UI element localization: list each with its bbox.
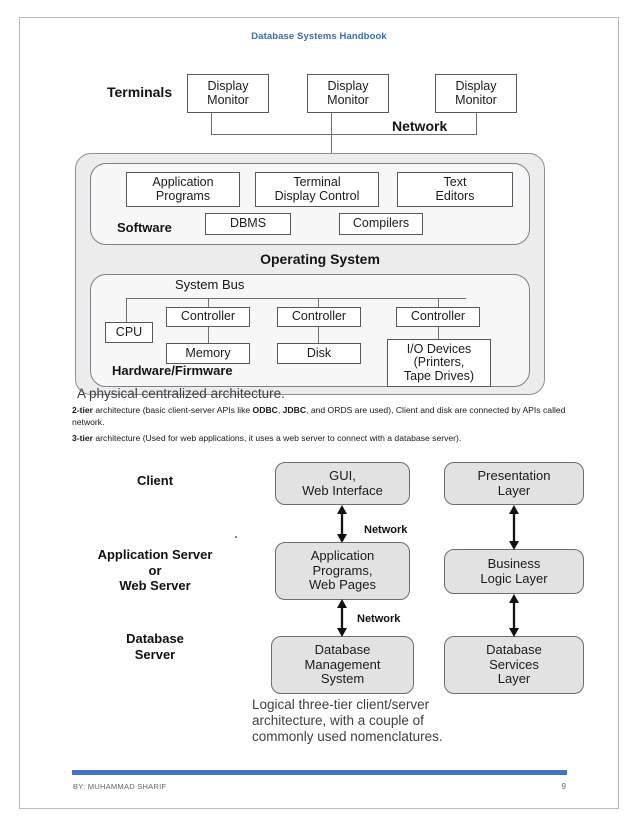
two-tier-text-b: , and ORDS are used), Client and disk ar… (306, 405, 521, 415)
odbc-term: ODBC (252, 405, 278, 415)
three-tier-term: 3-tier (72, 433, 94, 443)
network-label: Network (364, 524, 408, 536)
network-drop-line (331, 124, 332, 170)
page-title: Database Systems Handbook (251, 31, 387, 42)
two-tier-comma: , (277, 405, 283, 415)
hardware-firmware-label: Hardware/Firmware (112, 363, 233, 378)
footer-author: BY: MUHAMMAD SHARIF (73, 782, 167, 791)
jdbc-term: JDBC (282, 405, 307, 415)
terminal-display-control-box: Terminal Display Control (255, 172, 379, 207)
monitor-connector-line (211, 113, 212, 134)
disk-box: Disk (277, 343, 361, 364)
cpu-box: CPU (105, 322, 153, 343)
network-label: Network (392, 118, 448, 134)
two-tier-line2: APIs called network. (72, 405, 566, 428)
double-arrow-icon (509, 505, 519, 550)
system-bus-label: System Bus (175, 277, 245, 292)
two-tier-term: 2-tier (72, 405, 94, 415)
tier-label-application-server: Application Server or Web Server (97, 547, 213, 594)
application-programs-box: Application Programs (126, 172, 240, 207)
operating-system-label: Operating System (260, 251, 380, 267)
double-arrow-icon (337, 505, 347, 543)
tier-label-database-server: Database Server (126, 631, 184, 662)
footer-accent-bar (72, 770, 567, 775)
gui-web-interface-box: GUI, Web Interface (275, 462, 410, 505)
memory-box: Memory (166, 343, 250, 364)
centralized-caption: A physical centralized architecture. (77, 386, 285, 401)
display-monitor-box: Display Monitor (187, 74, 269, 113)
controller-branch-line (438, 298, 439, 307)
cpu-branch-line (126, 298, 127, 322)
display-monitor-box: Display Monitor (435, 74, 517, 113)
double-arrow-icon (337, 599, 347, 637)
controller-device-line (318, 327, 319, 343)
controller-device-line (438, 327, 439, 339)
tier-label-client: Client (136, 473, 174, 488)
display-monitor-box: Display Monitor (307, 74, 389, 113)
io-devices-box: I/O Devices (Printers, Tape Drives) (387, 339, 491, 387)
footer-page-number: 9 (561, 782, 566, 791)
terminals-label: Terminals (107, 84, 173, 100)
monitor-connector-line (476, 113, 477, 134)
network-bus-line (211, 134, 477, 135)
controller-box: Controller (277, 307, 361, 327)
controller-box: Controller (396, 307, 480, 327)
two-tier-paragraph: 2-tier architecture (basic client-server… (72, 404, 577, 429)
three-tier-paragraph: 3-tier architecture (Used for web applic… (72, 432, 582, 444)
database-services-layer-box: Database Services Layer (444, 636, 584, 694)
controller-branch-line (318, 298, 319, 307)
centralized-architecture-diagram: Terminals Display Monitor Display Monito… (20, 66, 620, 401)
system-bus-line (126, 298, 466, 299)
presentation-layer-box: Presentation Layer (444, 462, 584, 505)
application-programs-web-pages-box: Application Programs, Web Pages (275, 542, 410, 600)
compilers-box: Compilers (339, 213, 423, 235)
database-management-system-box: Database Management System (271, 636, 414, 694)
controller-box: Controller (166, 307, 250, 327)
network-label: Network (357, 613, 401, 625)
business-logic-layer-box: Business Logic Layer (444, 549, 584, 594)
three-tier-text: architecture (Used for web applications,… (93, 433, 462, 443)
page-speck (235, 536, 237, 538)
software-label: Software (117, 220, 172, 235)
text-editors-box: Text Editors (397, 172, 513, 207)
three-tier-architecture-diagram: Client Application Server or Web Server … (20, 448, 620, 748)
two-tier-text-a: architecture (basic client-server APIs l… (93, 405, 253, 415)
controller-device-line (208, 327, 209, 343)
three-tier-caption: Logical three-tier client/server archite… (252, 697, 443, 745)
monitor-connector-line (331, 113, 332, 124)
double-arrow-icon (509, 594, 519, 637)
document-page: Database Systems Handbook Terminals Disp… (19, 17, 619, 809)
dbms-box: DBMS (205, 213, 291, 235)
controller-branch-line (208, 298, 209, 307)
